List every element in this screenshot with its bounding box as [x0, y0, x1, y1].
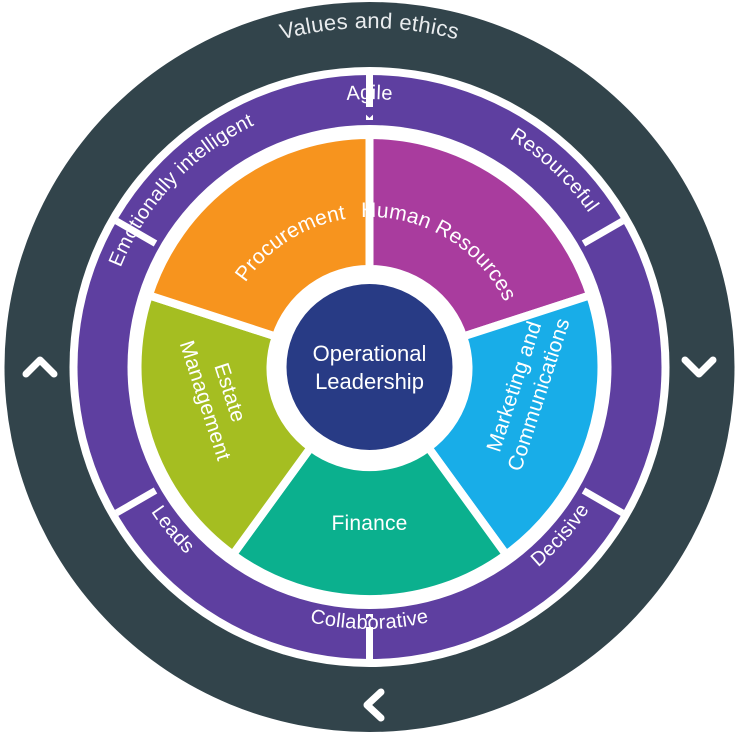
notch-left [55, 353, 69, 381]
segment-ring [133, 131, 606, 604]
hub-label-line1: Operational [313, 341, 427, 366]
sep-upper-left [114, 217, 158, 247]
chevron-down-icon[interactable] [681, 356, 717, 378]
notch-top [356, 53, 383, 66]
segment-procurement[interactable] [144, 131, 374, 341]
chevron-up-icon[interactable] [22, 356, 58, 378]
notch-right [670, 353, 684, 381]
ring-label-agile-text: Agile [346, 82, 394, 105]
segment-marketing-and-communications[interactable] [424, 291, 606, 559]
hub-label-line2: Leadership [315, 369, 424, 394]
bnotch-bottom [358, 616, 381, 627]
bnotch-left [110, 356, 122, 378]
hub-disc [286, 284, 453, 450]
segment-label-finance: Finance [331, 512, 407, 535]
navigation-chevrons [22, 356, 717, 722]
ring-label-agile[interactable]: Agile [346, 82, 394, 105]
sep-upper-right [581, 217, 625, 247]
behaviour-ring-notches [110, 107, 629, 627]
sep-lower-left [114, 487, 158, 517]
bnotch-top [358, 107, 381, 118]
bnotch-right [617, 356, 629, 378]
segment-human-resources[interactable] [365, 131, 595, 341]
hub[interactable]: Operational Leadership [277, 275, 462, 459]
segment-finance[interactable] [228, 443, 511, 604]
chevron-left-icon[interactable] [363, 688, 385, 722]
outer-ring-notches [55, 53, 684, 681]
notch-bottom [356, 668, 383, 681]
segment-estate-management[interactable] [133, 291, 315, 559]
sep-lower-right [581, 487, 625, 517]
